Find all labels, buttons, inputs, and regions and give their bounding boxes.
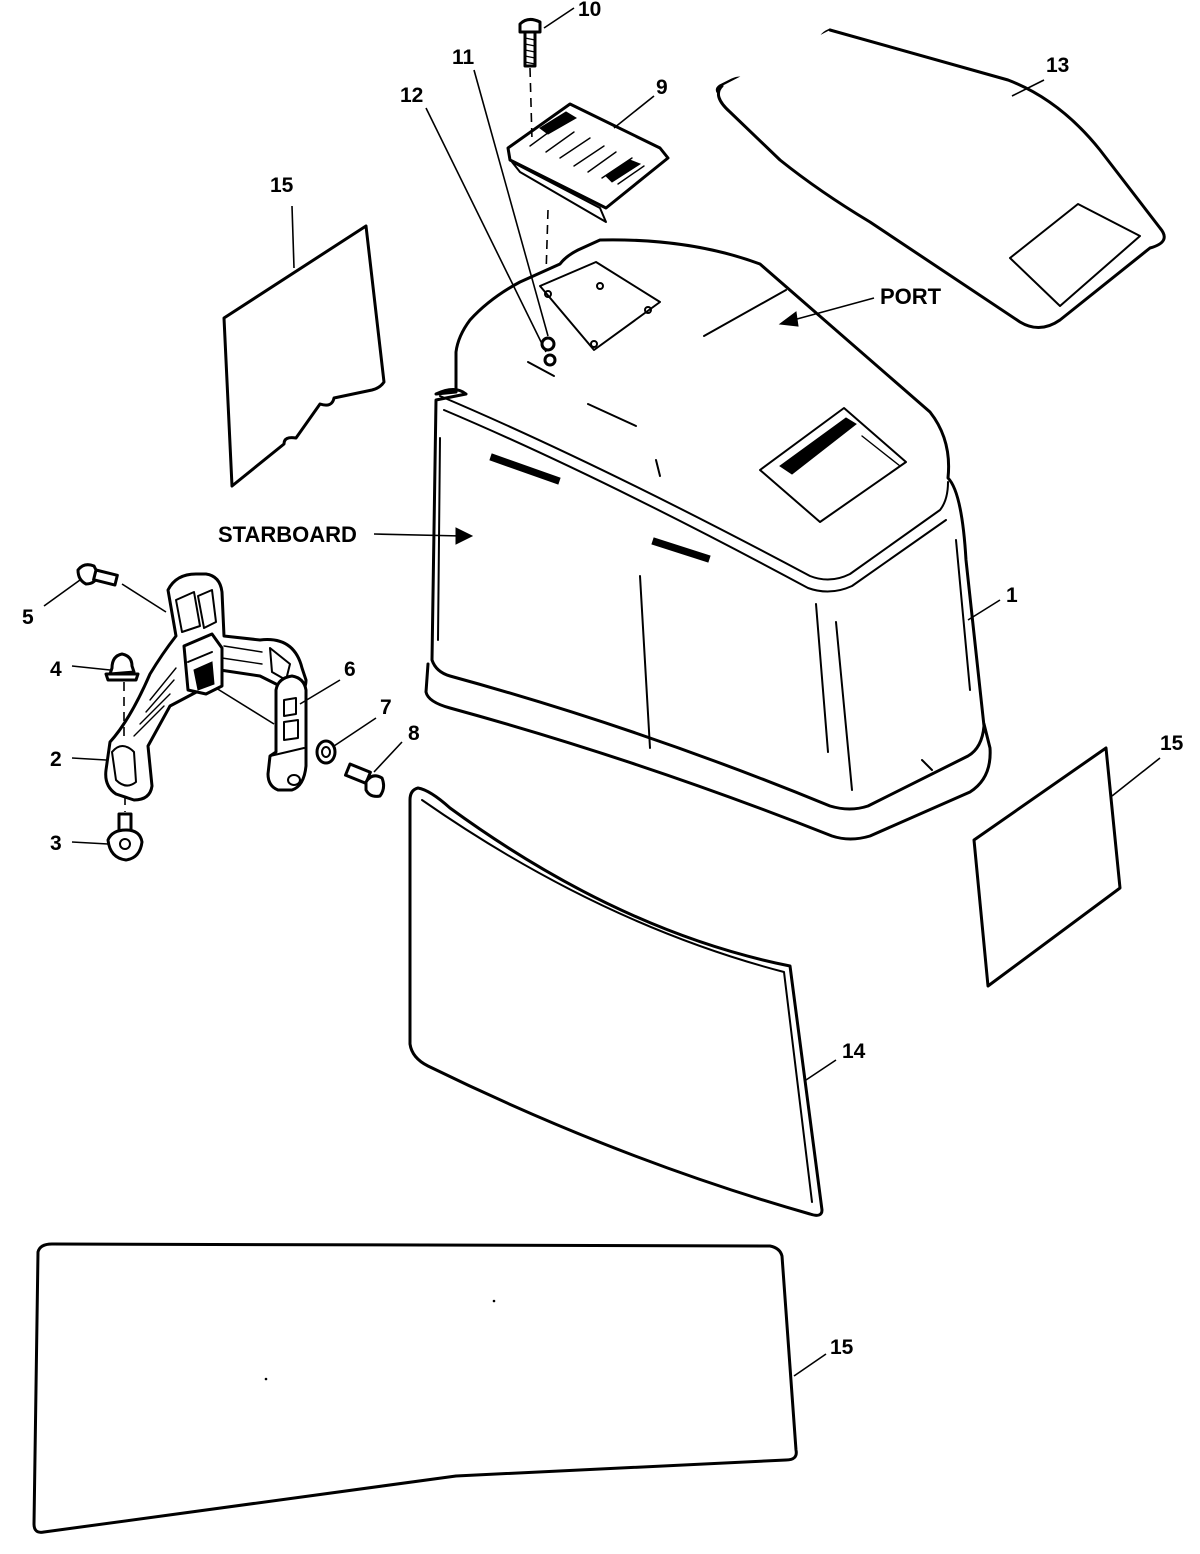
port-label: PORT [880,284,942,309]
leader-screw-to-bracket [121,583,167,613]
arrowhead-starboard [455,527,474,545]
leader-2 [71,757,107,761]
callout-12: 12 [400,84,423,107]
leader-7 [333,717,377,747]
callout-5: 5 [22,606,34,629]
leader-10 [543,7,575,29]
leader-14 [805,1059,837,1081]
callout-4: 4 [50,658,62,681]
bracket-part-2 [104,572,308,802]
leader-9 [613,95,655,129]
callout-6: 6 [344,658,356,681]
callout-3: 3 [50,832,62,855]
callout-10: 10 [578,0,601,21]
alignment-line-screw [529,67,533,141]
grommet-part-4 [104,652,140,682]
top-cowl-part-1 [424,238,992,841]
washer-part-7 [315,739,337,765]
callout-15-top: 15 [270,174,294,197]
callout-1: 1 [1006,584,1018,607]
callout-11: 11 [452,46,475,69]
callout-7: 7 [380,696,392,719]
leader-11 [473,69,549,337]
leader-15-right [1111,757,1161,797]
top-cover-plate-part-9 [506,102,670,223]
leader-8 [373,741,403,773]
callout-13: 13 [1046,54,1069,77]
leader-bracket-to-latch [215,687,275,725]
callout-15-right: 15 [1160,732,1184,755]
leader-starboard [373,533,463,537]
leader-4 [71,665,111,671]
screw-part-10 [518,17,542,68]
leader-5 [43,579,81,607]
leader-13 [1011,79,1045,97]
nut-part-3 [106,812,144,862]
side-decal-part-15-top [222,224,386,488]
leader-6 [299,679,341,705]
side-decal-part-14 [408,786,824,1217]
leader-12 [425,107,547,353]
callout-15-bottom: 15 [830,1336,854,1359]
arrowhead-port [778,311,799,327]
side-decal-part-15-right [972,746,1122,988]
latch-part-6 [266,674,308,792]
callout-8: 8 [408,722,420,745]
screw-part-5 [76,563,119,587]
leader-port [785,297,875,323]
starboard-label: STARBOARD [218,522,357,547]
leader-1 [967,599,1001,621]
large-decal-part-15-bottom [32,1242,798,1534]
leader-15-top [291,205,295,269]
callout-14: 14 [842,1040,866,1063]
leader-15-bottom [793,1353,827,1377]
top-decal-part-13 [715,28,1166,329]
bolt-part-8 [344,762,386,798]
leader-3 [71,841,109,845]
callout-2: 2 [50,748,62,771]
callout-9: 9 [656,76,668,99]
